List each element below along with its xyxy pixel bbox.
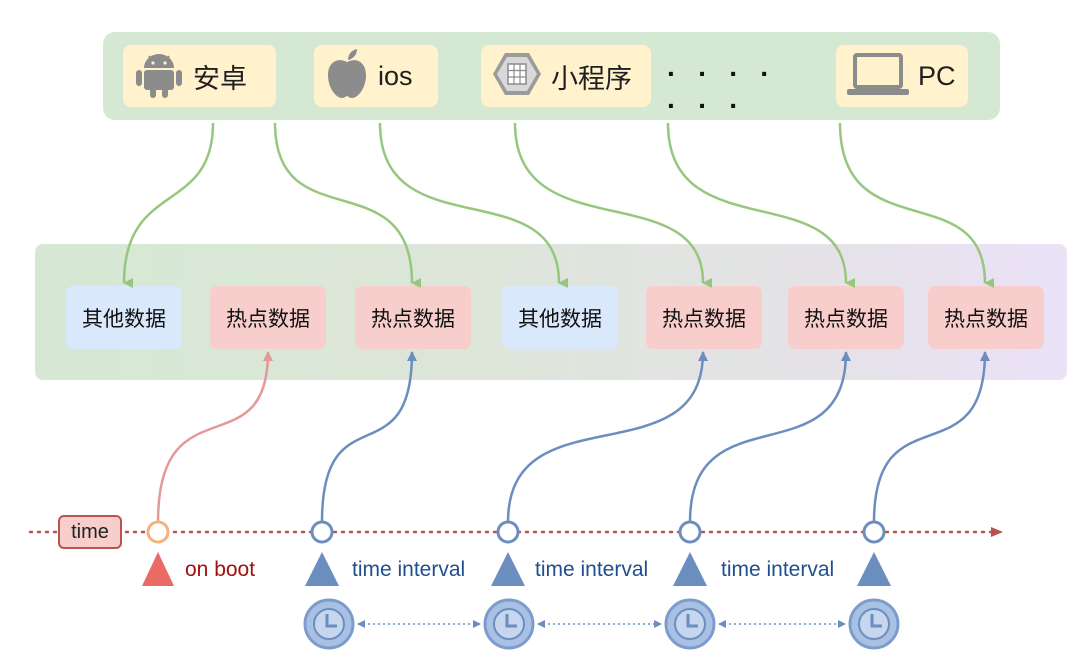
- mini-program-icon: [491, 48, 543, 105]
- on-boot-label: on boot: [185, 558, 256, 581]
- onboot-event-marker: [146, 520, 170, 544]
- client-mini-program-label: 小程序: [551, 63, 632, 94]
- time-label-text: time: [71, 520, 109, 543]
- client-mini-program[interactable]: 小程序: [481, 45, 651, 107]
- clock-icon: [664, 598, 716, 650]
- interval-triangle: [673, 552, 707, 586]
- connector-ios-hot: [513, 122, 713, 288]
- laptop-icon: [846, 48, 910, 105]
- client-pc-label: PC: [918, 60, 956, 91]
- interval-event-marker: [310, 520, 334, 544]
- client-connectors: [122, 122, 995, 289]
- interval-triangle: [857, 552, 891, 586]
- onboot-triangle: [142, 552, 174, 586]
- clock-icon: [483, 598, 535, 650]
- time-interval-label-3: time interval: [721, 558, 835, 581]
- data-box-hot-4: 热点数据: [788, 286, 904, 349]
- time-axis-label: time: [58, 515, 122, 549]
- connector-ios-other: [378, 122, 569, 288]
- data-box-other-2: 其他数据: [502, 286, 618, 349]
- connector-mini-program-hot: [666, 122, 856, 288]
- connector-android-other: [122, 122, 215, 289]
- interval-connector-2: [506, 351, 708, 523]
- interval-triangle: [305, 552, 339, 586]
- data-box-hot-5: 热点数据: [928, 286, 1044, 349]
- interval-event-marker: [496, 520, 520, 544]
- data-box-other-1: 其他数据: [66, 286, 182, 349]
- time-interval-label-1: time interval: [352, 558, 466, 581]
- data-box-label: 热点数据: [226, 307, 310, 331]
- data-box-label: 热点数据: [804, 307, 888, 331]
- clock-icon: [303, 598, 355, 650]
- apple-icon: [324, 48, 370, 105]
- data-box-label: 其他数据: [518, 307, 602, 331]
- clock-icon: [848, 598, 900, 650]
- interval-connector-3: [688, 351, 851, 523]
- data-box-label: 热点数据: [944, 307, 1028, 331]
- data-box-label: 热点数据: [662, 307, 746, 331]
- connector-pc-hot: [838, 122, 995, 288]
- data-box-label: 热点数据: [371, 307, 455, 331]
- onboot-connector: [156, 351, 273, 523]
- time-interval-label-2: time interval: [535, 558, 649, 581]
- client-ios-label: ios: [378, 60, 413, 91]
- interval-event-marker: [862, 520, 886, 544]
- client-ios[interactable]: ios: [314, 45, 438, 107]
- client-android[interactable]: 安卓: [123, 45, 276, 107]
- client-pc[interactable]: PC: [836, 45, 968, 107]
- connector-android-hot: [273, 122, 422, 288]
- client-android-label: 安卓: [193, 63, 247, 94]
- data-box-hot-3: 热点数据: [646, 286, 762, 349]
- interval-connector-1: [320, 351, 417, 523]
- interval-triangle: [491, 552, 525, 586]
- interval-connectors: [320, 351, 990, 523]
- more-clients-ellipsis: · · · · · · ·: [667, 58, 777, 121]
- data-box-label: 其他数据: [82, 307, 166, 331]
- android-icon: [133, 48, 185, 105]
- interval-event-marker: [678, 520, 702, 544]
- data-box-hot-2: 热点数据: [355, 286, 471, 349]
- interval-connector-4: [872, 351, 990, 523]
- data-box-hot-1: 热点数据: [210, 286, 326, 349]
